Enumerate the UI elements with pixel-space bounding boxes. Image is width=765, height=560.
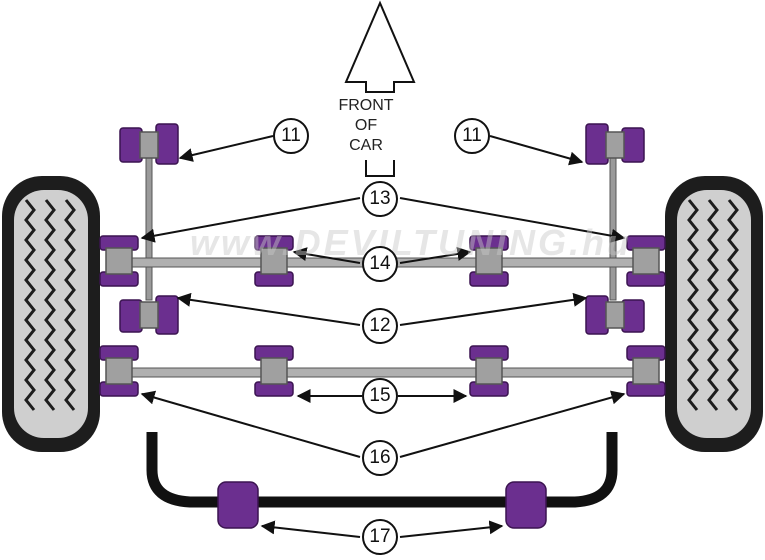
anti-roll-bar-bushes bbox=[217, 481, 547, 529]
callout-15: 15 bbox=[362, 378, 398, 414]
front-of-car-label: FRONT OF CAR bbox=[330, 96, 402, 156]
watermark: www.DEVILTUNING.hu bbox=[190, 222, 632, 263]
left-droplink bbox=[145, 149, 153, 301]
front-label-line-1: FRONT bbox=[338, 97, 394, 114]
callout-16: 16 bbox=[362, 440, 398, 476]
front-arrow-icon bbox=[344, 0, 416, 93]
callout-11-left: 11 bbox=[273, 118, 309, 154]
front-arrow-tail bbox=[365, 160, 395, 177]
right-tyre bbox=[665, 176, 763, 452]
bushes bbox=[99, 123, 666, 397]
callout-14: 14 bbox=[362, 246, 398, 282]
callout-12: 12 bbox=[362, 308, 398, 344]
callout-17: 17 bbox=[362, 519, 398, 555]
leader-arrows bbox=[140, 135, 626, 538]
front-label-line-2: OF bbox=[354, 117, 378, 134]
front-label-line-3: CAR bbox=[349, 137, 383, 154]
callout-13: 13 bbox=[362, 181, 398, 217]
left-tyre bbox=[2, 176, 100, 452]
anti-roll-bar bbox=[146, 432, 618, 508]
callout-11-right: 11 bbox=[454, 118, 490, 154]
arm-lower bbox=[119, 367, 646, 378]
